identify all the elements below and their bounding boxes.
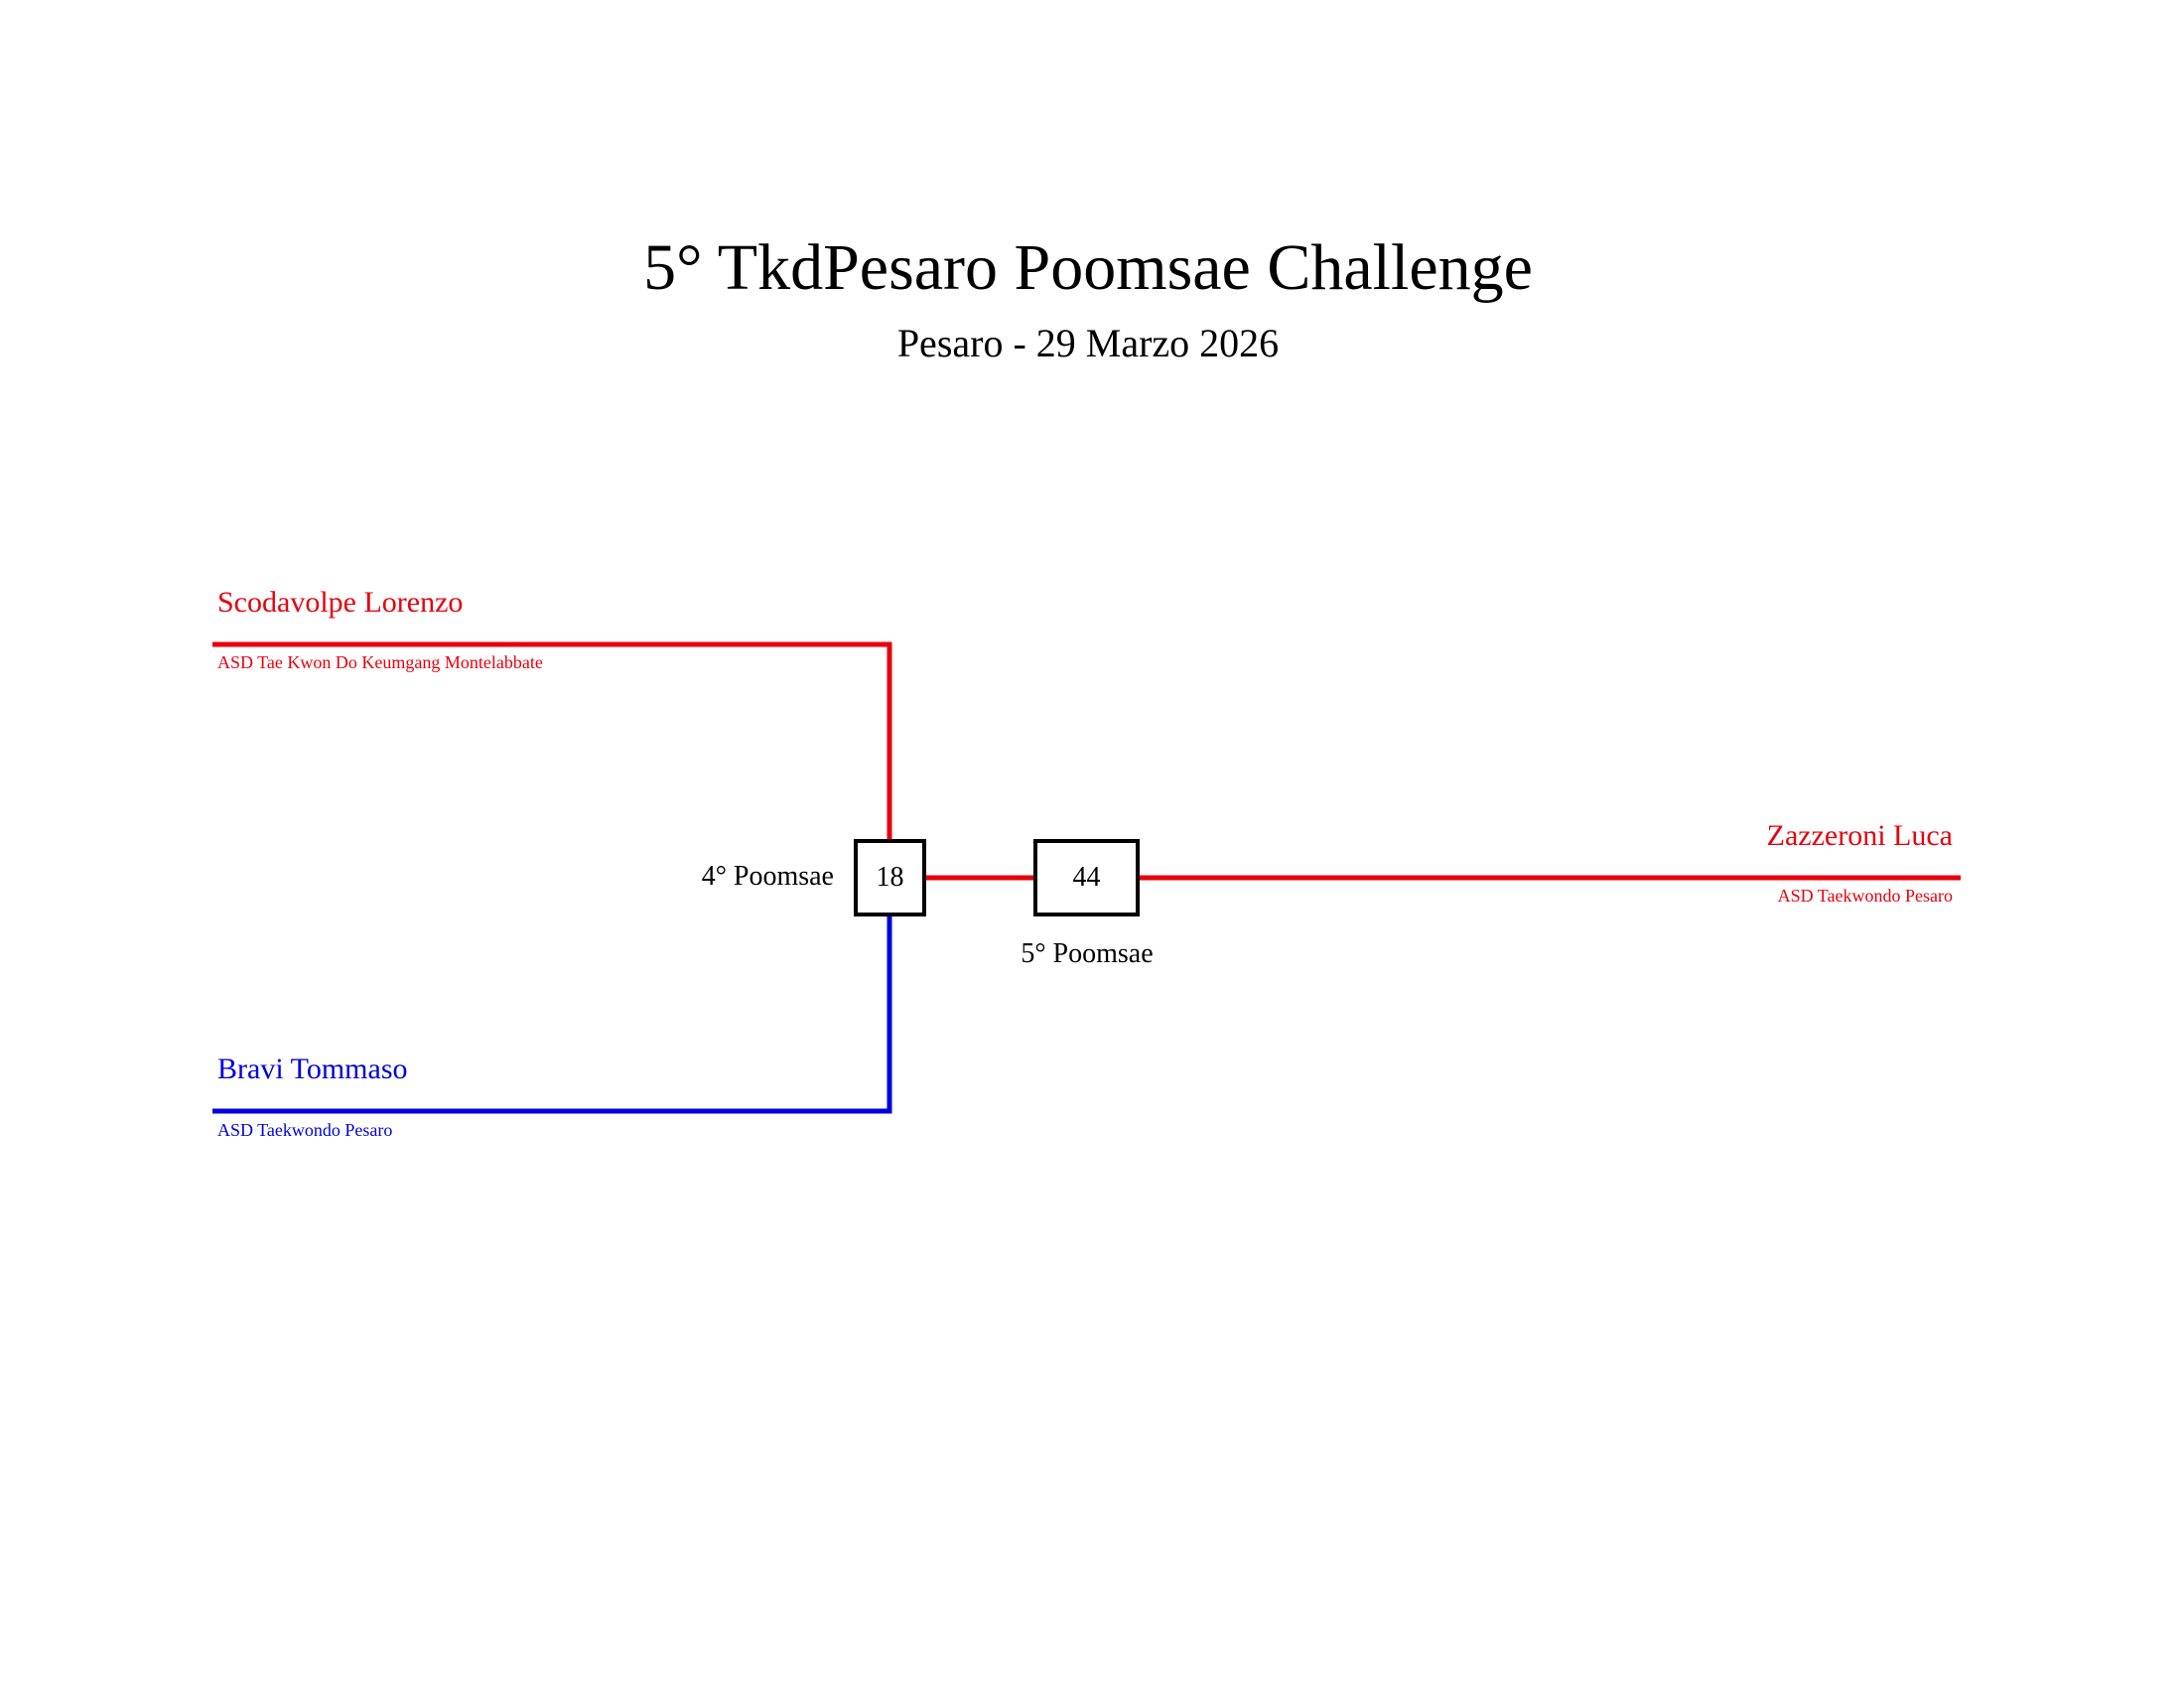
red-athlete-line — [212, 641, 892, 839]
winner-name: Zazzeroni Luca — [1766, 819, 1953, 852]
winner-club: ASD Taekwondo Pesaro — [1777, 886, 1953, 906]
blue-athlete-club: ASD Taekwondo Pesaro — [217, 1120, 393, 1140]
red-athlete-club: ASD Tae Kwon Do Keumgang Montelabbate — [217, 652, 543, 672]
blue-athlete-line — [212, 916, 892, 1114]
match2-box[interactable]: 44 — [1033, 839, 1140, 916]
blue-athlete-name: Bravi Tommaso — [217, 1053, 408, 1085]
match2-label: 5° Poomsae — [1021, 938, 1154, 969]
match1-number: 18 — [876, 862, 904, 893]
page-title: 5° TkdPesaro Poomsae Challenge — [643, 231, 1533, 304]
red-athlete-name: Scodavolpe Lorenzo — [217, 586, 464, 619]
match1-label: 4° Poomsae — [701, 861, 834, 892]
match1-box[interactable]: 18 — [854, 839, 926, 916]
page-subtitle: Pesaro - 29 Marzo 2026 — [896, 321, 1280, 365]
match2-number: 44 — [1072, 862, 1101, 893]
